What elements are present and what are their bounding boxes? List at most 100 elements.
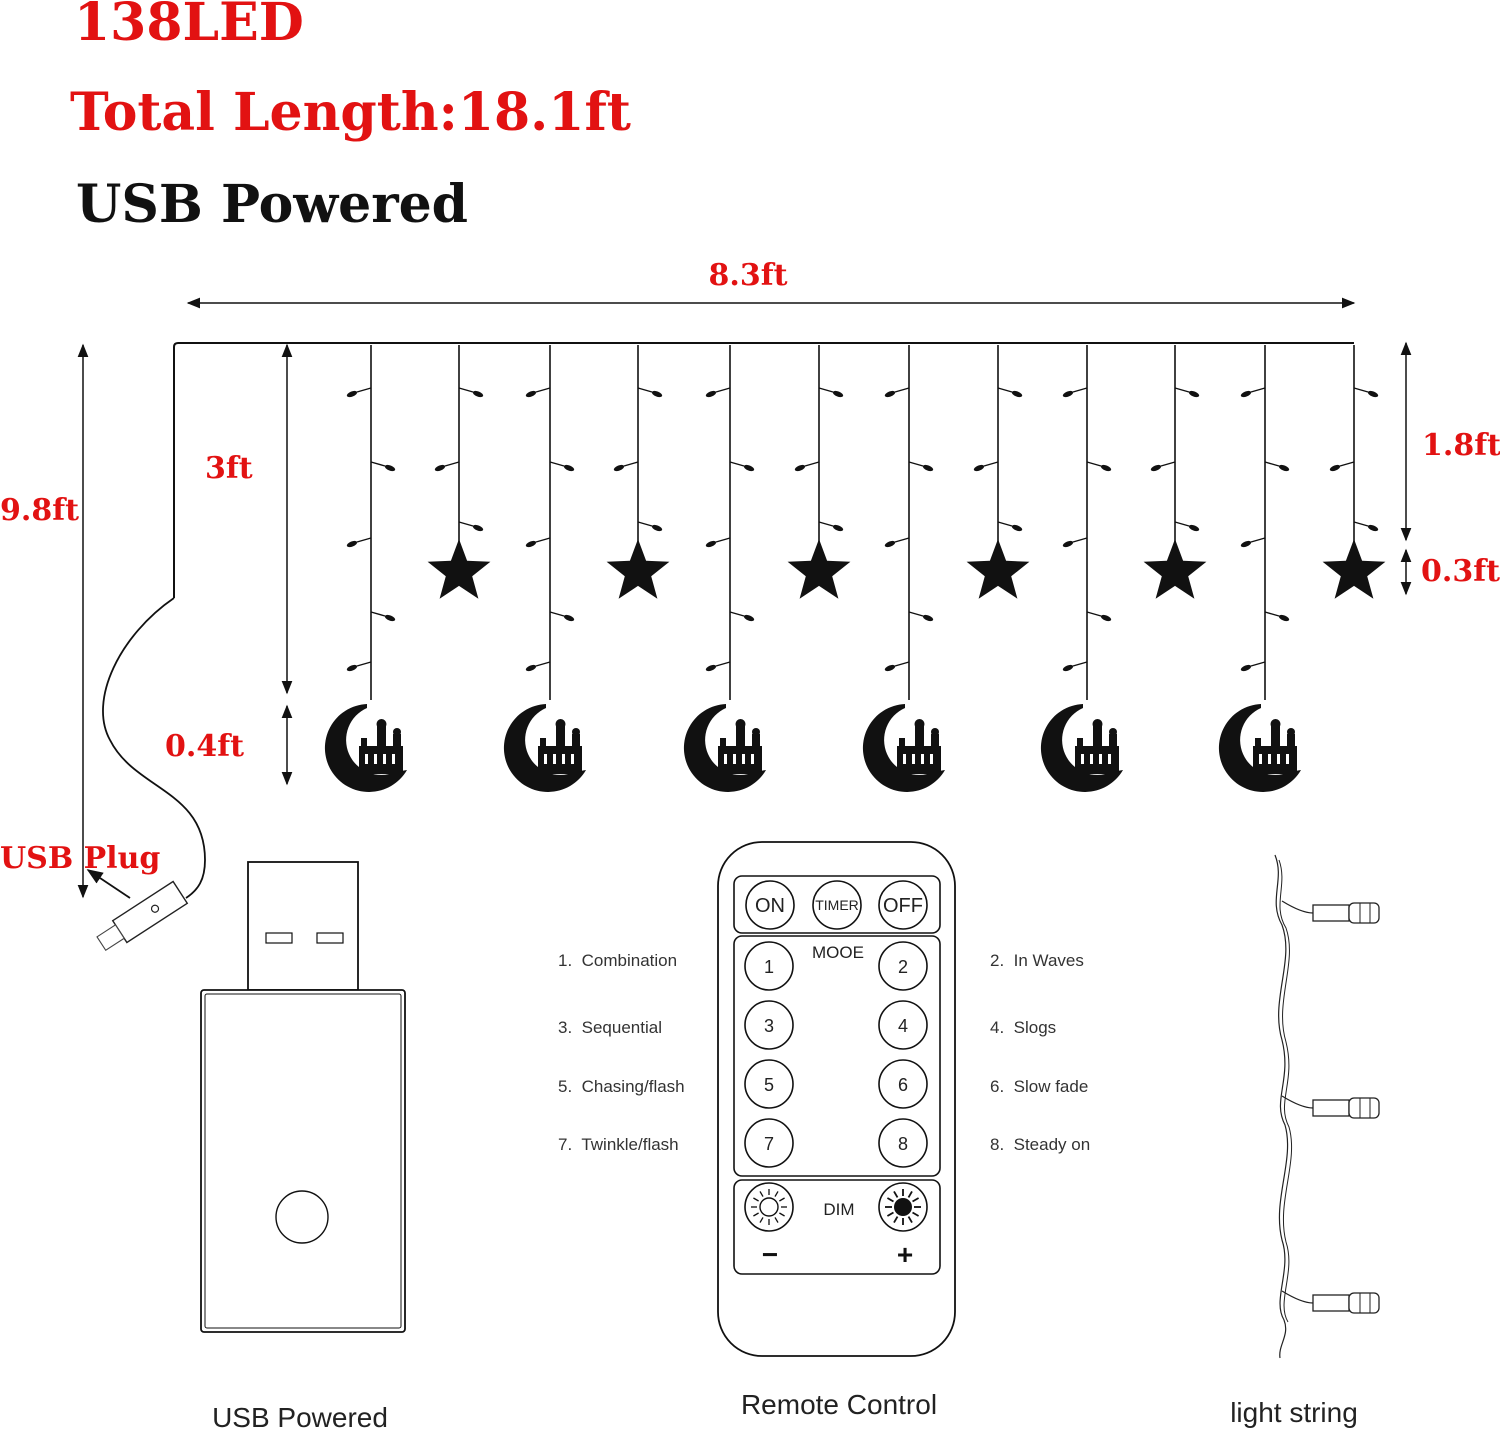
mode-1-button[interactable] [744,941,794,991]
remote-control-illustration: ON TIMER OFF MOOE 1 2 3 4 5 6 7 8 DI [717,841,956,1357]
width-label: 8.3ft [709,258,788,293]
sun-outline-icon [751,1189,787,1225]
mode-label: MOOE [812,943,864,962]
led-bulb [1353,387,1379,398]
led-bulb [884,537,910,548]
crescent-moon-mosque-icon [1218,704,1301,792]
led-bulb [1086,461,1112,472]
mode-8-description: 8. Steady on [990,1135,1090,1154]
mode-3-label: 3 [764,1016,774,1036]
on-button-label: ON [755,895,785,917]
mode-5-description: 5. Chasing/flash [558,1077,685,1096]
led-bulb [818,521,844,532]
led-bulb [637,521,663,532]
mode-6-description: 6. Slow fade [990,1077,1088,1096]
led-count-heading: 138LED [74,0,304,53]
mode-6-label: 6 [898,1075,908,1095]
led-bulb [794,461,820,472]
remote-caption: Remote Control [741,1389,937,1420]
led-bulb [434,461,460,472]
curtain-top-wire [173,342,1354,598]
led-bulb [525,661,551,672]
crescent-moon-mosque-icon [1040,704,1123,792]
mode-5-label: 5 [764,1075,774,1095]
usb-plug-label: USB Plug [0,841,160,876]
led-bulb [908,461,934,472]
led-bulb [549,461,575,472]
led-bulb [1062,387,1088,398]
mode-8-label: 8 [898,1134,908,1154]
led-bulb [1353,521,1379,532]
led-bulb [346,661,372,672]
mode-8-button[interactable] [878,1118,928,1168]
star-icon [1322,539,1386,599]
led-bulb [1240,661,1266,672]
mode-4-button[interactable] [878,1000,928,1050]
sun-filled-icon [885,1189,921,1225]
moon-size-label: 0.4ft [165,729,244,764]
adapter-button-icon [275,1190,329,1244]
string-bulb-icon [1281,900,1380,924]
mode-6-button[interactable] [878,1059,928,1109]
adapter-caption: USB Powered [212,1402,388,1431]
led-bulb [884,661,910,672]
dim-down-button[interactable] [744,1182,794,1232]
led-bulb [705,661,731,672]
string-bulb-icon [1281,1095,1380,1119]
led-bulb [729,611,755,622]
timer-button[interactable] [812,880,862,930]
led-bulb [346,537,372,548]
led-bulb [549,611,575,622]
led-bulb [1174,387,1200,398]
usb-plug-icon [96,880,189,952]
mode-2-button[interactable] [878,941,928,991]
dim-label: DIM [823,1200,854,1219]
off-button[interactable] [878,880,928,930]
led-bulb [525,387,551,398]
dim-plus-label: + [897,1239,913,1270]
led-bulb [729,461,755,472]
mode-4-description: 4. Slogs [990,1018,1056,1037]
led-bulb [1264,461,1290,472]
mode-7-button[interactable] [744,1118,794,1168]
led-bulb [973,461,999,472]
off-button-label: OFF [883,895,923,917]
on-button[interactable] [745,880,795,930]
long-strand-label: 3ft [205,451,253,486]
light-string-illustration [1274,854,1380,1359]
power-heading: USB Powered [76,174,469,235]
dim-minus-label: − [762,1239,778,1270]
usb-plug-pointer-arrow [86,869,131,899]
led-bulb [908,611,934,622]
star-icon [1143,539,1207,599]
mode-1-description: 1. Combination [558,951,677,970]
star-size-label: 0.3ft [1421,554,1500,589]
led-bulb [1086,611,1112,622]
led-bulb [525,537,551,548]
mode-7-description: 7. Twinkle/flash [558,1135,679,1154]
led-bulb [884,387,910,398]
star-icon [606,539,670,599]
timer-button-label: TIMER [815,897,859,913]
total-drop-label: 9.8ft [0,493,79,528]
mode-1-label: 1 [764,957,774,977]
mode-2-label: 2 [898,957,908,977]
total-length-heading: Total Length:18.1ft [70,82,631,143]
led-bulb [1150,461,1176,472]
light-strands [324,345,1386,792]
usb-adapter-illustration [200,861,406,1333]
led-bulb [637,387,663,398]
led-bulb [458,521,484,532]
star-icon [966,539,1030,599]
led-bulb [705,537,731,548]
mode-3-button[interactable] [744,1000,794,1050]
led-bulb [818,387,844,398]
led-bulb [370,611,396,622]
short-strand-label: 1.8ft [1422,428,1500,463]
led-bulb [997,521,1023,532]
led-bulb [705,387,731,398]
led-bulb [1240,387,1266,398]
mode-5-button[interactable] [744,1059,794,1109]
led-bulb [1264,611,1290,622]
